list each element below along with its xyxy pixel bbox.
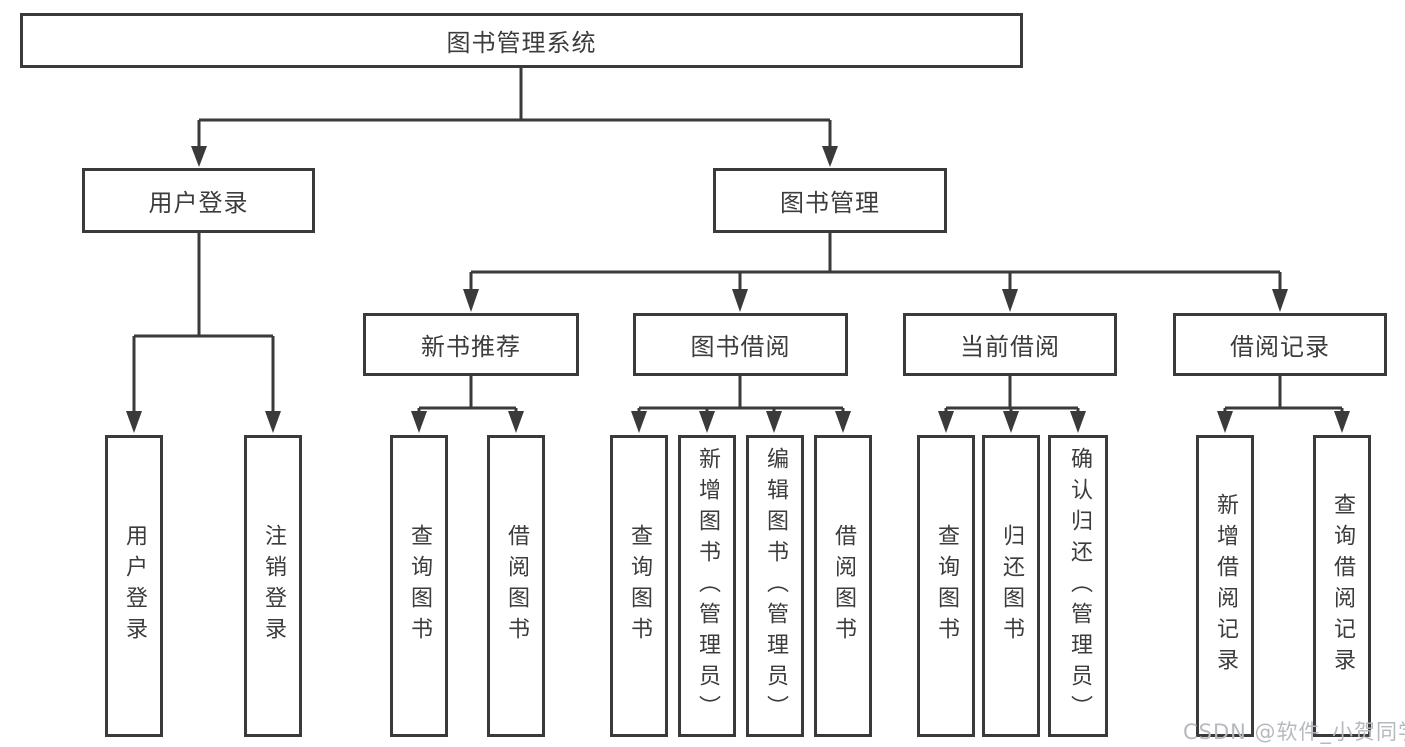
new-book-recommend-connector-line [417, 376, 518, 413]
arrow-down-icon [732, 289, 748, 312]
arrow-down-icon [766, 411, 782, 433]
leaf-edit-books-admin: 编辑图书（管理员） [746, 435, 804, 737]
leaf-query-books-current: 查询图书 [917, 435, 975, 737]
arrow-down-icon [1272, 289, 1288, 312]
node-new-book-recommend: 新书推荐 [363, 313, 579, 376]
arrow-down-icon [411, 411, 427, 433]
user-login-connector-line [132, 233, 275, 413]
leaf-query-books-recommend: 查询图书 [390, 435, 448, 737]
book-borrow-connector-line [637, 376, 845, 413]
leaf-borrow-books-recommend: 借阅图书 [487, 435, 545, 737]
arrow-down-icon [631, 411, 647, 433]
node-current-borrow: 当前借阅 [903, 313, 1117, 376]
leaf-confirm-return-admin: 确认归还（管理员） [1048, 435, 1108, 737]
leaf-add-books-admin: 新增图书（管理员） [678, 435, 736, 737]
arrowheads [126, 146, 1350, 433]
leaf-logout: 注销登录 [244, 435, 302, 737]
node-book-management: 图书管理 [713, 168, 947, 233]
node-book-borrow: 图书借阅 [633, 313, 848, 376]
leaf-borrow-books: 借阅图书 [814, 435, 872, 737]
root-connector-line [197, 68, 832, 148]
leaf-add-borrow-record: 新增借阅记录 [1196, 435, 1254, 737]
watermark: CSDN @软件_小贺同学 [1183, 720, 1405, 744]
arrow-down-icon [835, 411, 851, 433]
arrow-down-icon [1334, 411, 1350, 433]
leaf-query-books-borrow: 查询图书 [610, 435, 668, 737]
arrow-down-icon [265, 411, 281, 433]
node-user-login: 用户登录 [82, 168, 315, 233]
leaf-query-borrow-record: 查询借阅记录 [1313, 435, 1371, 737]
arrow-down-icon [508, 411, 524, 433]
arrow-down-icon [1002, 289, 1018, 312]
current-borrow-connector-line [944, 376, 1080, 413]
arrow-down-icon [191, 146, 207, 167]
arrow-down-icon [463, 289, 479, 312]
leaf-user-login: 用户登录 [105, 435, 163, 737]
borrow-record-connector-line [1223, 376, 1344, 413]
arrow-down-icon [938, 411, 954, 433]
node-library-management-system: 图书管理系统 [20, 13, 1023, 68]
tree-lines [132, 68, 1344, 413]
arrow-down-icon [1003, 411, 1019, 433]
book-management-connector-line [469, 233, 1282, 291]
arrow-down-icon [1217, 411, 1233, 433]
arrow-down-icon [126, 411, 142, 433]
node-borrow-record: 借阅记录 [1173, 313, 1387, 376]
arrow-down-icon [699, 411, 715, 433]
arrow-down-icon [1070, 411, 1086, 433]
leaf-return-books: 归还图书 [982, 435, 1040, 737]
arrow-down-icon [822, 146, 838, 167]
